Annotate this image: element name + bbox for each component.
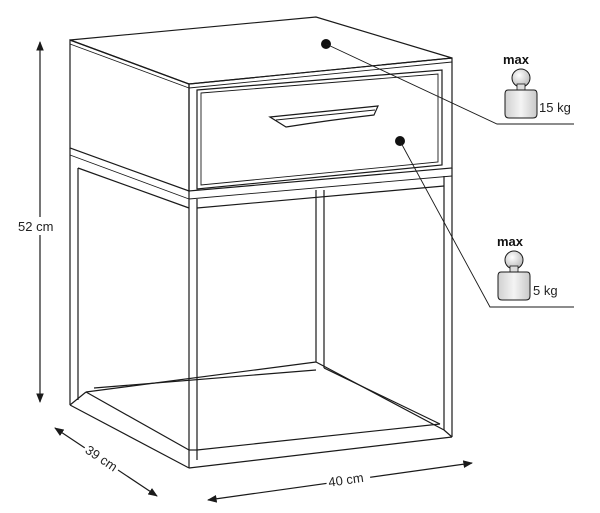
drawer-handle xyxy=(268,105,379,128)
drawer-load-value: 5 kg xyxy=(533,283,558,298)
top-load-leader xyxy=(321,39,574,125)
height-dimension: 52 cm xyxy=(16,41,66,403)
width-label: 40 cm xyxy=(327,470,364,490)
table-top xyxy=(69,16,453,200)
metal-frame xyxy=(69,148,453,469)
top-load-value: 15 kg xyxy=(539,100,571,115)
drawer-load-leader xyxy=(395,136,574,308)
height-label: 52 cm xyxy=(18,219,53,234)
drawer-max-label: max xyxy=(497,234,524,249)
depth-label: 39 cm xyxy=(83,442,121,474)
top-max-label: max xyxy=(503,52,530,67)
weight-icon-5kg: max 5 kg xyxy=(497,234,558,301)
width-dimension: 40 cm xyxy=(207,460,473,503)
weight-icon-15kg: max 15 kg xyxy=(503,52,571,119)
drawer xyxy=(196,69,443,190)
depth-dimension: 39 cm xyxy=(54,427,158,497)
